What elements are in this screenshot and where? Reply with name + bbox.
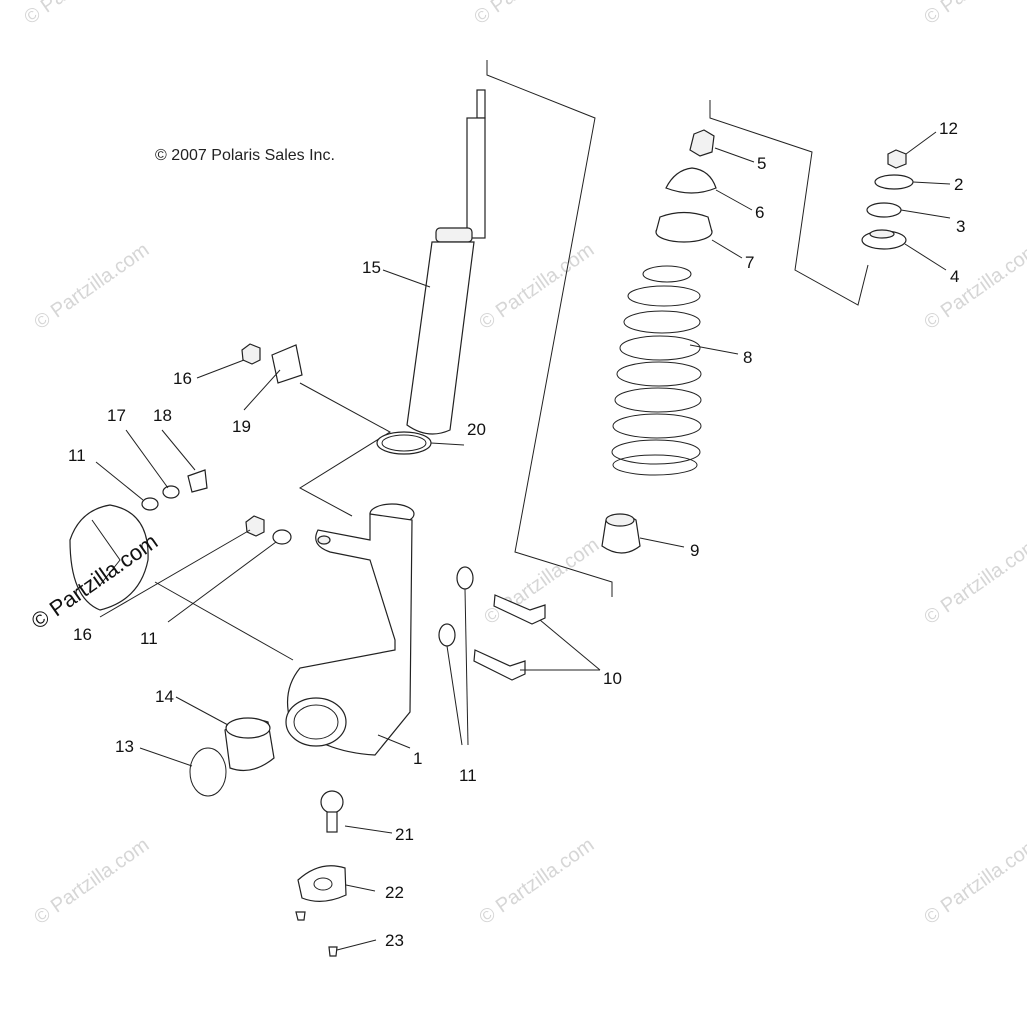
watermark: © Partzilla.com [920,239,1027,334]
callout-11: 11 [459,766,477,785]
bolts-and-washers [438,566,546,681]
watermark: © Partzilla.com [475,239,598,334]
callouts: 1 2 3 4 5 6 7 8 9 10 11 11 11 11 12 13 1… [68,119,965,950]
callout-11: 11 [140,629,158,648]
watermarks: © Partzilla.com © Partzilla.com © Partzi… [20,0,1027,929]
callout-22: 22 [385,883,404,902]
coil-spring [611,265,702,476]
callout-23: 23 [385,931,404,950]
callout-8: 8 [743,348,752,367]
callout-2: 2 [954,175,963,194]
leader-lines [95,131,951,951]
callout-13: 13 [115,737,134,756]
callout-12: 12 [939,119,958,138]
copyright-text: © 2007 Polaris Sales Inc. [155,147,335,164]
group-brackets [154,60,869,661]
callout-3: 3 [956,217,965,236]
watermark: © Partzilla.com [470,0,593,29]
callout-7: 7 [745,253,754,272]
callout-11: 11 [68,446,86,465]
shock-absorber [406,89,486,435]
spindle [285,503,415,756]
callout-21: 21 [395,825,414,844]
callout-18: 18 [153,406,172,425]
watermark: © Partzilla.com [920,834,1027,929]
callout-10: 10 [603,669,622,688]
watermark: © Partzilla.com [30,239,153,334]
callout-14: 14 [155,687,174,706]
watermark: © Partzilla.com [920,534,1027,629]
brake-caliper [69,504,149,611]
callout-16: 16 [73,625,92,644]
callout-1: 1 [413,749,422,768]
callout-16: 16 [173,369,192,388]
callout-17: 17 [107,406,126,425]
callout-4: 4 [950,267,959,286]
watermark: © Partzilla.com [475,834,598,929]
callout-20: 20 [467,420,486,439]
callout-15: 15 [362,258,381,277]
top-hardware-left [655,129,717,243]
bearing-group [189,717,275,797]
callout-5: 5 [757,154,766,173]
small-hardware [141,343,303,545]
watermark: © Partzilla.com [920,0,1027,29]
callout-9: 9 [690,541,699,560]
ball-joint-group [295,790,347,957]
bump-stop [601,513,641,554]
callout-19: 19 [232,417,251,436]
callout-6: 6 [755,203,764,222]
top-hardware-right [861,149,914,250]
watermark: © Partzilla.com [20,0,143,29]
watermark: © Partzilla.com [30,834,153,929]
